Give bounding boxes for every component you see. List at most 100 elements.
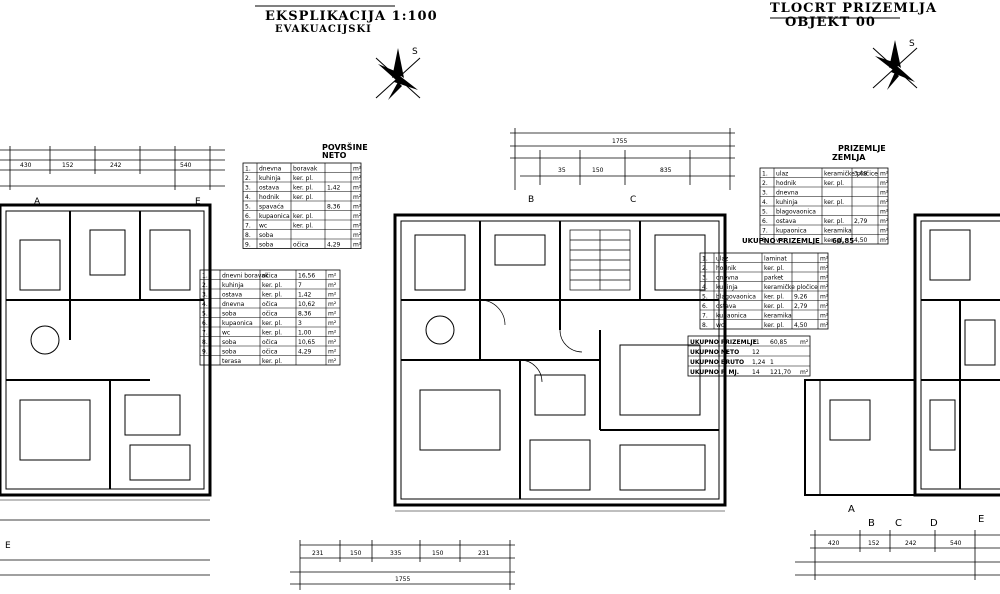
- plan-center: [290, 128, 735, 590]
- left_table.rows-cell-name: ostava: [259, 185, 279, 192]
- right_table.rows2-cell-unit: m²: [820, 256, 829, 263]
- left_table.rows2-cell-name: ostava: [222, 292, 242, 299]
- left-dim-texts: 430 152 242 540 A E E: [5, 162, 201, 551]
- north-label-right: S: [909, 39, 915, 49]
- right_table.rows2-cell-n: 6.: [702, 303, 708, 310]
- summary-cell-a: 1,24: [752, 359, 766, 366]
- left_table.rows2-cell-floor: ker. pl.: [262, 330, 282, 337]
- left_table.rows-cell-val: 8,36: [327, 204, 341, 211]
- dim-left-c: 242: [110, 162, 122, 169]
- left-table-subtitle: NETO: [322, 151, 347, 160]
- left_table.rows-cell-floor: očica: [293, 242, 309, 249]
- left_table.rows2-cell-n: 3.: [202, 292, 208, 299]
- left_table.rows2-cell-name: kuhinja: [222, 282, 244, 289]
- right_table.rows-cell-n: 2.: [762, 180, 768, 187]
- axis-right-d: D: [930, 518, 938, 529]
- dim-bot-d: 150: [432, 550, 444, 557]
- right_table.rows-cell-name: dnevna: [776, 190, 799, 197]
- axis-center-b: B: [528, 195, 534, 205]
- right_table.rows2-cell-n: 4.: [702, 284, 708, 291]
- left_table.rows-cell-unit: m²: [353, 175, 362, 182]
- left_table.rows2-cell-unit: m²: [328, 339, 337, 346]
- left_table.rows2-cell-n: 1.: [202, 273, 208, 280]
- summary-cell-label: UKUPNO PRIZEMLJE: [690, 339, 757, 346]
- left_table.rows-cell-unit: m²: [353, 194, 362, 201]
- left_table.rows-cell-unit: m²: [353, 232, 362, 239]
- plan-left: [0, 146, 225, 576]
- left_table.rows-cell-name: hodnik: [259, 194, 280, 201]
- left_table.rows2-cell-name: soba: [222, 311, 237, 318]
- summary-cell-a: 12: [752, 349, 760, 356]
- summary-cell-a: 14: [752, 369, 760, 376]
- right_table.rows-cell-val: 4,50: [854, 237, 868, 244]
- left_table.rows2-cell-name: dnevna: [222, 301, 245, 308]
- dim-right-d: 540: [950, 540, 962, 547]
- axis-left-e2: E: [5, 541, 11, 551]
- left_table.rows2-cell-floor: očica: [262, 301, 278, 308]
- right_table.rows-cell-name: kupaonica: [776, 228, 807, 235]
- right_table.rows2-cell-name: kupaonica: [716, 313, 747, 320]
- summary-cell-b: 121,70: [770, 369, 791, 376]
- left_table.rows2-cell-val: 8,36: [298, 311, 312, 318]
- left_table.rows-cell-floor: ker. pl.: [293, 213, 313, 220]
- dim-right-b: 152: [868, 540, 880, 547]
- left_table.rows-cell-n: 6.: [245, 213, 251, 220]
- left_table.rows2-cell-unit: m²: [328, 301, 337, 308]
- right_table.rows-cell-unit: m²: [880, 228, 889, 235]
- left_table.rows-cell-name: soba: [259, 232, 274, 239]
- summary-cell-b: 1: [770, 359, 774, 366]
- left_table.rows2-cell-unit: m²: [328, 311, 337, 318]
- left_table.rows2-cell-unit: m²: [328, 292, 337, 299]
- dim-mid-a: 35: [558, 167, 566, 174]
- right_table.rows2-cell-val: 2,79: [794, 303, 808, 310]
- left_table.rows2-cell-floor: očica: [262, 339, 278, 346]
- left_table.rows2-cell-val: 4,29: [298, 349, 312, 356]
- left_table.rows-cell-n: 3.: [245, 185, 251, 192]
- right_table.rows2-cell-unit: m²: [820, 313, 829, 320]
- left_table.rows2-cell-unit: m²: [328, 273, 337, 280]
- left_table.rows-cell-n: 8.: [245, 232, 251, 239]
- right_table.rows-cell-val: 2,79: [854, 218, 868, 225]
- axis-left-e: E: [195, 197, 201, 207]
- left_table.rows2-cell-floor: očica: [262, 311, 278, 318]
- left_table.rows2-cell-val: 1,42: [298, 292, 312, 299]
- left_table.rows-cell-name: dnevna: [259, 166, 282, 173]
- left_table.rows-cell-floor: ker. pl.: [293, 194, 313, 201]
- dim-right-c: 242: [905, 540, 917, 547]
- right_table.rows-cell-n: 8.: [762, 237, 768, 244]
- right_table.rows-cell-unit: m²: [880, 209, 889, 216]
- right_table.rows2-cell-floor: ker. pl.: [764, 322, 784, 329]
- left_table.rows-cell-unit: m²: [353, 242, 362, 249]
- right_table.rows2-cell-floor: keramika: [764, 313, 792, 320]
- left_table.rows2-cell-val: 10,65: [298, 339, 315, 346]
- north-arrow-left: S: [375, 47, 421, 100]
- right-total-value: 60,85: [832, 237, 854, 245]
- right_table.rows2-cell-n: 1.: [702, 256, 708, 263]
- right_table.rows2-cell-unit: m²: [820, 303, 829, 310]
- summary-cell-label: UKUPNO BRUTO: [690, 359, 744, 366]
- left_table.rows2-cell-unit: m²: [328, 349, 337, 356]
- plan-right: [795, 213, 1000, 580]
- right_table.rows2-cell-unit: m²: [820, 265, 829, 272]
- right_table.rows2-cell-floor: keramičke pločice: [764, 284, 818, 291]
- right_table.rows-cell-unit: m²: [880, 180, 889, 187]
- right_table.rows2-cell-n: 5.: [702, 294, 708, 301]
- right_table.rows2-cell-unit: m²: [820, 284, 829, 291]
- right_table.rows-cell-n: 1.: [762, 171, 768, 178]
- right_table.rows2-cell-name: blagovaonica: [716, 294, 756, 301]
- header-right-title: TLOCRT PRIZEMLJA: [770, 1, 937, 16]
- left_table.rows2-cell-name: dnevni boravak: [222, 273, 269, 280]
- left_table.rows-cell-floor: boravak: [293, 166, 318, 173]
- right_table.rows2-cell-n: 8.: [702, 322, 708, 329]
- left_table.rows2-cell-n: 5.: [202, 311, 208, 318]
- left_table.rows-cell-val: 4,29: [327, 242, 341, 249]
- left_table.rows-cell-name: soba: [259, 242, 274, 249]
- left_table.rows2-cell-name: wc: [222, 330, 230, 337]
- right_table.rows2-cell-unit: m²: [820, 322, 829, 329]
- left_table.rows2-cell-floor: očica: [262, 349, 278, 356]
- left_table.rows-cell-val: 1,42: [327, 185, 341, 192]
- right-table-title: PRIZEMLJE: [838, 144, 886, 153]
- summary-cell-unit: m²: [800, 369, 809, 376]
